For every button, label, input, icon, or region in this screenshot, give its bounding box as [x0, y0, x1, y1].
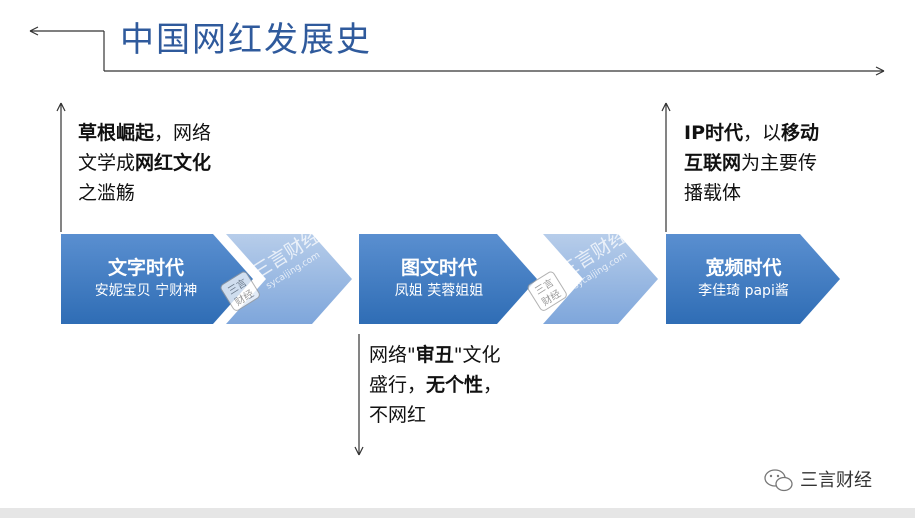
note-bold: 审丑 — [415, 344, 454, 366]
stage-label-2: 图文时代 凤姐 芙蓉姐姐 — [359, 256, 519, 302]
note-ugly-culture: 网络"审丑"文化盛行，无个性，不网红 — [369, 340, 519, 430]
note-bold: IP时代 — [684, 122, 743, 144]
stage-label-1: 文字时代 安妮宝贝 宁财神 — [61, 256, 231, 302]
stage-chevron-2 — [359, 234, 537, 324]
note-bold: 网红文化 — [135, 152, 212, 174]
stage-people: 凤姐 芙蓉姐姐 — [394, 283, 484, 299]
connector-chevron-2 — [543, 234, 658, 324]
note-grassroots: 草根崛起，网络文学成网红文化之滥觞 — [78, 118, 228, 208]
bottom-bar — [0, 508, 915, 518]
connector-chevron-1 — [226, 234, 352, 324]
stage-people: 安妮宝贝 宁财神 — [94, 283, 198, 299]
note-text: "文化盛行， — [369, 344, 501, 396]
note-bold: 无个性 — [426, 374, 484, 396]
stage-name: 文字时代 — [107, 257, 184, 279]
wechat-brand-label: 三言财经 — [800, 470, 872, 491]
note-ip-era: IP时代，以移动互联网为主要传播载体 — [684, 118, 834, 208]
stage-chevron-1 — [61, 234, 253, 324]
header-bracket — [29, 26, 885, 76]
stage-chevron-3 — [666, 234, 840, 324]
arrow-up-right — [661, 102, 671, 232]
note-text: 为主要传播载体 — [684, 152, 818, 204]
stage-name: 宽频时代 — [705, 257, 782, 279]
note-text: ，以 — [743, 122, 782, 144]
note-text: 之滥觞 — [78, 182, 136, 204]
stage-label-3: 宽频时代 李佳琦 papi酱 — [666, 256, 821, 302]
arrow-up-left — [56, 102, 66, 232]
note-bold: 移动互联网 — [684, 122, 820, 174]
note-bold: 草根崛起 — [78, 122, 155, 144]
note-text: ，不网红 — [369, 374, 503, 426]
note-text: ，网络文学成 — [78, 122, 212, 174]
stage-name: 图文时代 — [400, 257, 477, 279]
stage-people: 李佳琦 papi酱 — [698, 283, 789, 299]
wechat-icon — [764, 469, 793, 492]
page-title: 中国网红发展史 — [120, 20, 372, 60]
note-text: 网络" — [369, 344, 416, 366]
arrow-down-middle — [354, 334, 364, 456]
